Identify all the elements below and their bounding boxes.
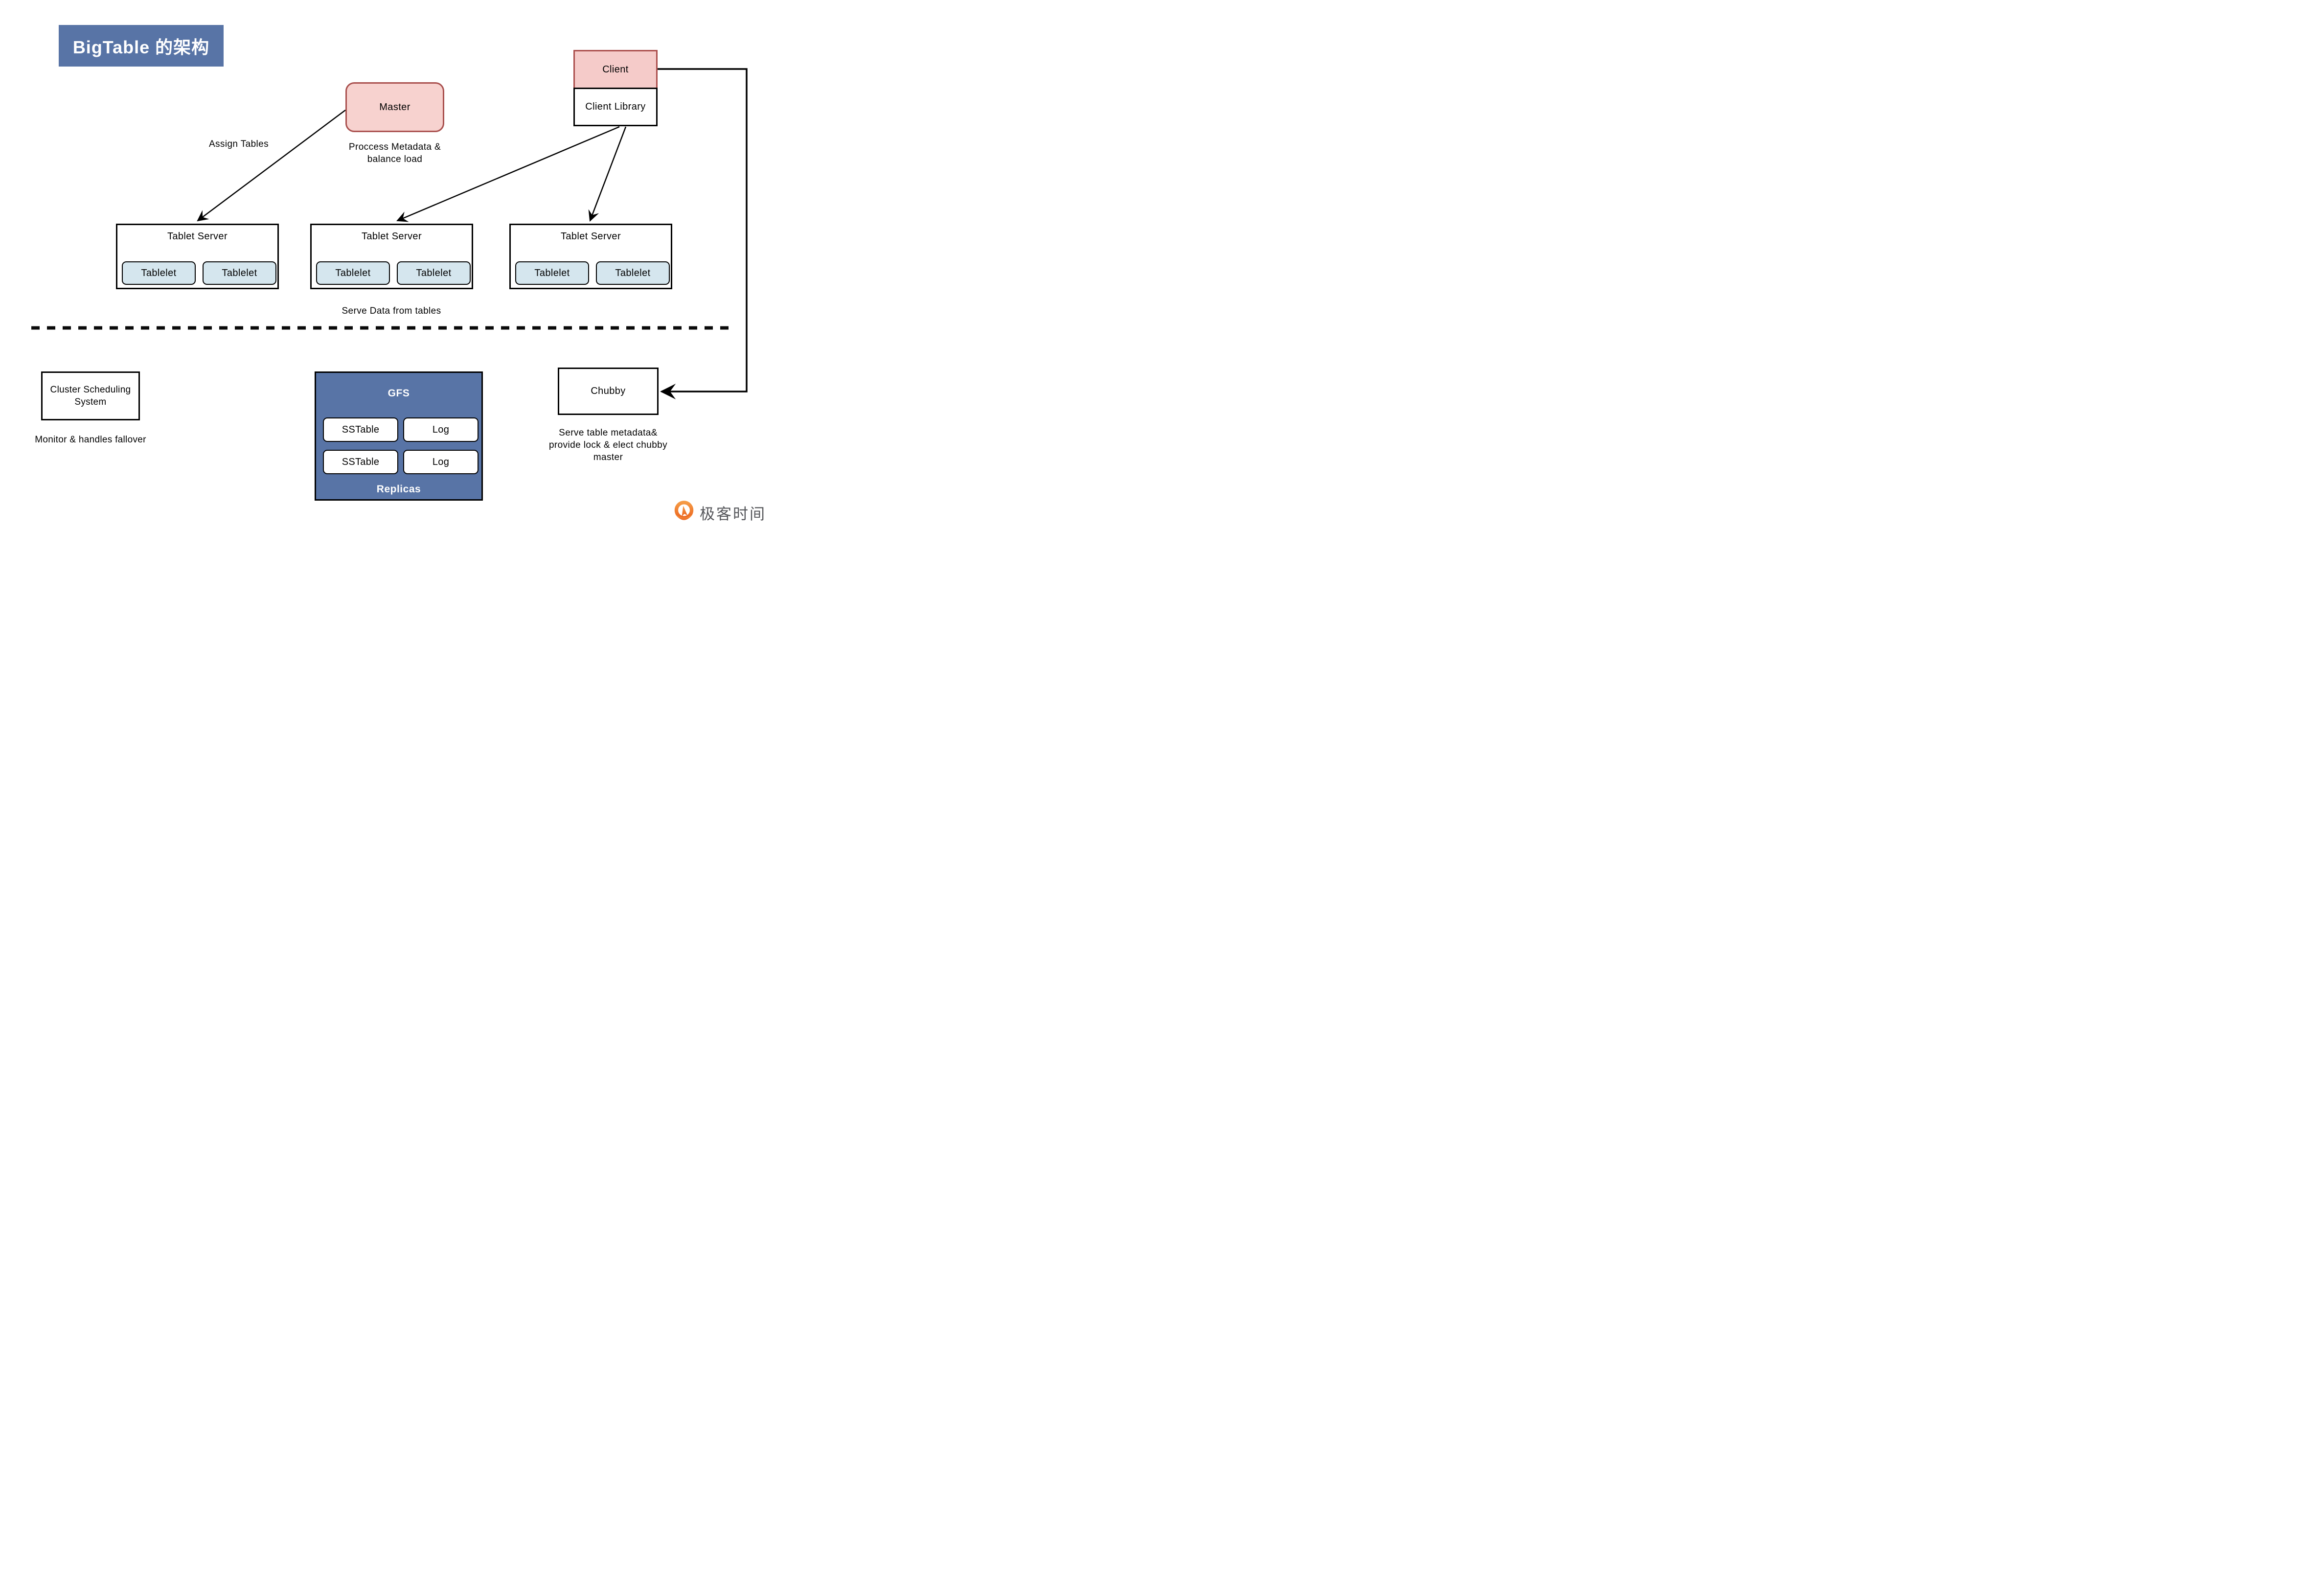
chubby-caption-line2: provide lock & elect chubby <box>548 440 668 450</box>
edge-master-to-ts1 <box>197 109 346 222</box>
gfs-cell-sstable-1: SSTable <box>323 417 398 442</box>
gfs-cell-log-1: Log <box>403 417 478 442</box>
cluster-caption: Monitor & handles fallover <box>35 435 146 445</box>
node-client-library: Client Library <box>573 88 658 126</box>
node-cluster-scheduling-system: Cluster Scheduling System <box>41 371 140 420</box>
tablet-server-2-label: Tablet Server <box>361 231 422 242</box>
edge-label-assign-tables: Assign Tables <box>208 139 269 149</box>
edge-label-serve-data: Serve Data from tables <box>342 306 441 316</box>
tablelet: Tablelet <box>515 261 589 285</box>
gfs-cell-log-2: Log <box>403 450 478 474</box>
geektime-logo: 极客时间 <box>673 500 766 525</box>
tablelet: Tablelet <box>397 261 471 285</box>
tablet-server-1-label: Tablet Server <box>167 231 228 242</box>
node-client-library-label: Client Library <box>585 101 646 112</box>
tablelet: Tablelet <box>203 261 276 285</box>
node-client: Client <box>573 50 658 88</box>
chubby-caption: Serve table metadata& provide lock & ele… <box>530 427 686 463</box>
gfs-cell-sstable-2: SSTable <box>323 450 398 474</box>
gfs-footer: Replicas <box>376 484 421 495</box>
diagram-canvas: BigTable 的架构 Master Proccess Metadata & … <box>0 0 775 531</box>
cluster-label-line2: System <box>74 397 107 407</box>
tablet-server-3-label: Tablet Server <box>560 231 621 242</box>
cluster-label-line1: Cluster Scheduling <box>50 385 131 395</box>
chubby-caption-line1: Serve table metadata& <box>559 428 658 438</box>
node-master: Master <box>345 82 444 132</box>
edge-client-to-ts3 <box>588 126 627 222</box>
node-chubby-label: Chubby <box>591 386 626 396</box>
tablelet: Tablelet <box>122 261 196 285</box>
node-gfs: GFS SSTable Log SSTable Log Replicas <box>315 371 483 501</box>
master-caption-line2: balance load <box>367 154 423 164</box>
node-tablet-server-3: Tablet Server Tablelet Tablelet <box>509 224 672 289</box>
node-master-label: Master <box>379 101 410 113</box>
geektime-logo-text: 极客时间 <box>700 505 766 523</box>
node-chubby: Chubby <box>558 368 659 415</box>
diagram-title: BigTable 的架构 <box>72 37 210 57</box>
tablelet: Tablelet <box>596 261 670 285</box>
node-tablet-server-1: Tablet Server Tablelet Tablelet <box>116 224 279 289</box>
master-caption-line1: Proccess Metadata & <box>348 142 441 152</box>
geektime-logo-icon <box>674 501 694 520</box>
node-client-label: Client <box>602 64 629 75</box>
tablelet: Tablelet <box>316 261 390 285</box>
chubby-caption-line3: master <box>593 452 623 462</box>
node-tablet-server-2: Tablet Server Tablelet Tablelet <box>310 224 473 289</box>
diagram-title-box: BigTable 的架构 <box>59 25 224 67</box>
gfs-label: GFS <box>387 388 410 399</box>
master-caption: Proccess Metadata & balance load <box>321 141 468 165</box>
